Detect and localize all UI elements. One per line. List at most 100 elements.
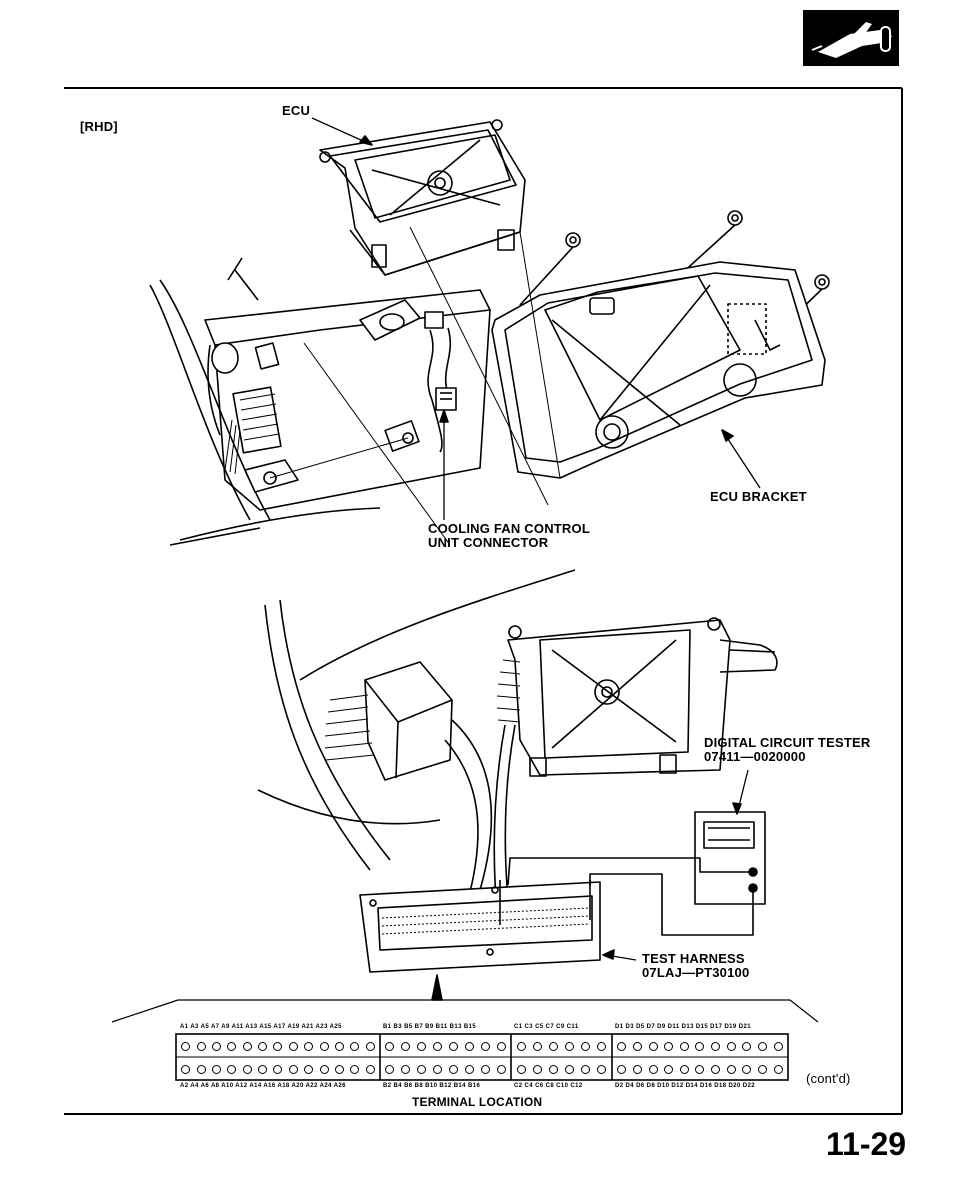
terminal-pin (695, 1041, 705, 1051)
terminal-pin (211, 1041, 221, 1051)
terminal-pin (448, 1041, 458, 1051)
terminal-pin (181, 1064, 191, 1074)
terminal-pin (565, 1064, 575, 1074)
terminal-top-labels-b: B1 B3 B5 B7 B9 B11 B13 B15 (383, 1024, 477, 1030)
terminal-pin (773, 1041, 783, 1051)
terminal-pin (726, 1064, 736, 1074)
terminal-pin (664, 1041, 674, 1051)
terminal-pin (385, 1064, 395, 1074)
terminal-row-a-1 (178, 1035, 378, 1057)
fuel-nozzle-icon (803, 10, 899, 66)
page-number: 11-29 (826, 1126, 907, 1162)
terminal-row-c-1 (513, 1035, 610, 1057)
terminal-pin (597, 1064, 607, 1074)
terminal-pin (181, 1041, 191, 1051)
terminal-pin (679, 1041, 689, 1051)
terminal-pin (516, 1064, 526, 1074)
terminal-pin (597, 1041, 607, 1051)
terminal-pin (516, 1041, 526, 1051)
bottom-drawing (111, 569, 819, 1023)
terminal-bottom-labels-c: C2 C4 C6 C8 C10 C12 (514, 1083, 583, 1089)
terminal-pin (757, 1041, 767, 1051)
terminal-pin (496, 1041, 506, 1051)
terminal-pin (385, 1041, 395, 1051)
harness-label-line1: TEST HARNESS (642, 951, 745, 966)
terminal-pin (448, 1064, 458, 1074)
terminal-pin (227, 1041, 237, 1051)
terminal-pin (304, 1041, 314, 1051)
page-frame (64, 87, 903, 1115)
terminal-pin (196, 1041, 206, 1051)
terminal-pin (648, 1064, 658, 1074)
terminal-pin (548, 1041, 558, 1051)
terminal-pin (496, 1064, 506, 1074)
terminal-pin (365, 1041, 375, 1051)
terminal-pin (211, 1064, 221, 1074)
terminal-row-a-2 (178, 1058, 378, 1080)
terminal-pin (664, 1064, 674, 1074)
terminal-pin (417, 1041, 427, 1051)
ecu-label: ECU (282, 103, 311, 118)
ecu-bracket-label: ECU BRACKET (710, 489, 807, 504)
terminal-pin (401, 1041, 411, 1051)
terminal-pin (548, 1064, 558, 1074)
terminal-pin (417, 1064, 427, 1074)
terminal-pin (334, 1064, 344, 1074)
terminal-pin (617, 1041, 627, 1051)
terminal-pin (679, 1064, 689, 1074)
terminal-top-labels-c: C1 C3 C5 C7 C9 C11 (514, 1024, 579, 1030)
terminal-row-c-2 (513, 1058, 610, 1080)
terminal-pin (773, 1064, 783, 1074)
terminal-bottom-labels-d: D2 D4 D6 D8 D10 D12 D14 D16 D18 D20 D22 (615, 1083, 755, 1089)
variant-label: [RHD] (80, 119, 118, 134)
terminal-pin (273, 1064, 283, 1074)
terminal-top-labels-d: D1 D3 D5 D7 D9 D11 D13 D15 D17 D19 D21 (615, 1024, 751, 1030)
terminal-pin (319, 1041, 329, 1051)
terminal-row-b-2 (382, 1058, 509, 1080)
connector-label-line1: COOLING FAN CONTROL (428, 521, 590, 536)
terminal-pin (401, 1064, 411, 1074)
terminal-pin (258, 1064, 268, 1074)
terminal-top-labels-a: A1 A3 A5 A7 A9 A11 A13 A15 A17 A19 A21 A… (180, 1024, 342, 1030)
terminal-pin (565, 1041, 575, 1051)
terminal-pin (350, 1064, 360, 1074)
terminal-pin (304, 1064, 314, 1074)
terminal-pin (711, 1064, 721, 1074)
terminal-pin (258, 1041, 268, 1051)
terminal-pin (695, 1064, 705, 1074)
terminal-pin (288, 1064, 298, 1074)
terminal-pin (334, 1041, 344, 1051)
terminal-pin (288, 1041, 298, 1051)
terminal-pin (273, 1041, 283, 1051)
connector-label-line2: UNIT CONNECTOR (428, 535, 549, 550)
terminal-pin (742, 1064, 752, 1074)
terminal-bottom-labels-a: A2 A4 A6 A8 A10 A12 A14 A16 A18 A20 A22 … (180, 1083, 346, 1089)
terminal-pin (227, 1064, 237, 1074)
terminal-pin (632, 1041, 642, 1051)
harness-label-line2: 07LAJ—PT30100 (642, 965, 750, 980)
terminal-row-d-1 (614, 1035, 786, 1057)
terminal-pin (196, 1064, 206, 1074)
terminal-pin (742, 1041, 752, 1051)
terminal-pin (532, 1064, 542, 1074)
terminal-pin (433, 1041, 443, 1051)
terminal-pin (464, 1064, 474, 1074)
terminal-pin (319, 1064, 329, 1074)
terminal-pin (581, 1041, 591, 1051)
terminal-pin (726, 1041, 736, 1051)
terminal-pin (581, 1064, 591, 1074)
terminal-pin (757, 1064, 767, 1074)
tester-label-line1: DIGITAL CIRCUIT TESTER (704, 735, 871, 750)
top-drawing (149, 117, 830, 546)
terminal-pin (242, 1041, 252, 1051)
tester-label-line2: 07411—0020000 (704, 749, 806, 764)
terminal-pin (433, 1064, 443, 1074)
terminal-pin (532, 1041, 542, 1051)
terminal-pin (365, 1064, 375, 1074)
terminal-pin (242, 1064, 252, 1074)
terminal-pin (711, 1041, 721, 1051)
terminal-row-b-1 (382, 1035, 509, 1057)
terminal-row-d-2 (614, 1058, 786, 1080)
terminal-location-caption: TERMINAL LOCATION (412, 1095, 543, 1109)
